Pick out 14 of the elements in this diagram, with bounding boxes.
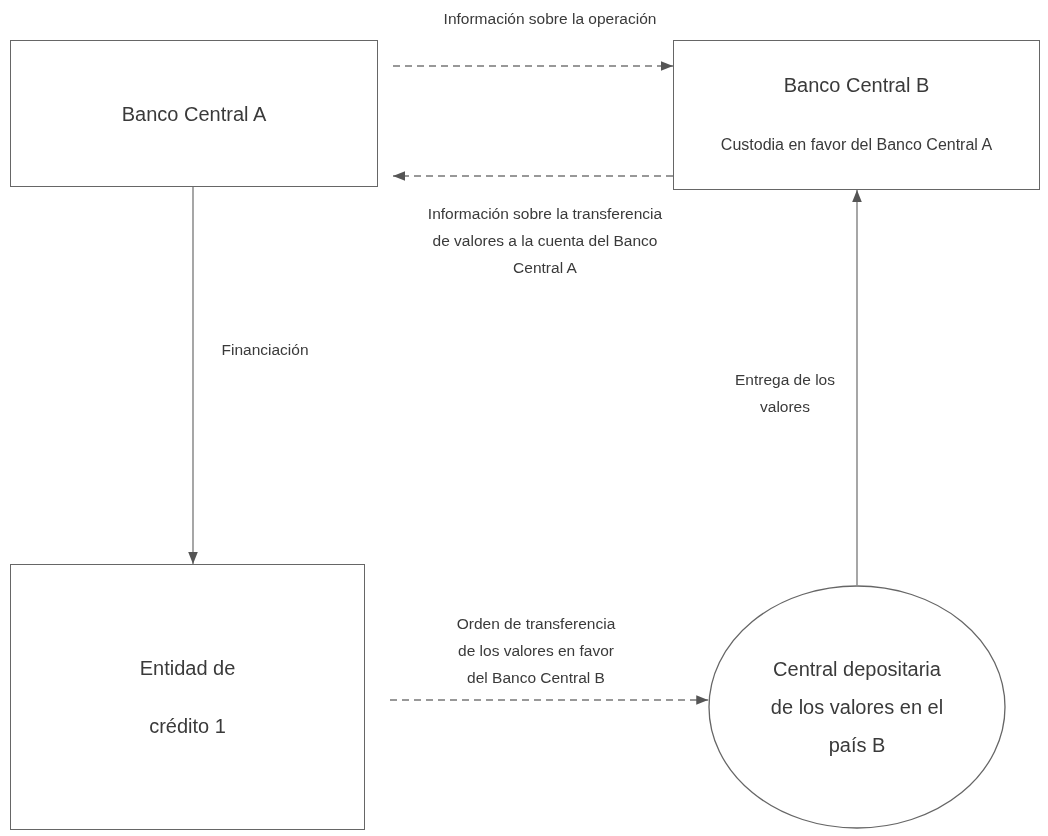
arrow: [392, 61, 674, 71]
process-box: [10, 40, 378, 187]
process-box: [673, 40, 1040, 190]
node-title: Banco Central B: [783, 73, 930, 98]
node-subtitle: Custodia en favor del Banco Central A: [720, 135, 993, 155]
node-title: Banco Central A: [121, 101, 267, 127]
arrow: [852, 189, 862, 586]
process-box: [10, 564, 365, 830]
arrow: [188, 186, 198, 565]
process-circle: [708, 585, 1006, 829]
node-title: Central depositaria de los valores en el país B: [769, 657, 945, 758]
arrow: [392, 171, 674, 181]
arrow: [389, 695, 709, 705]
node-title: Entidad de crédito 1: [138, 656, 237, 739]
